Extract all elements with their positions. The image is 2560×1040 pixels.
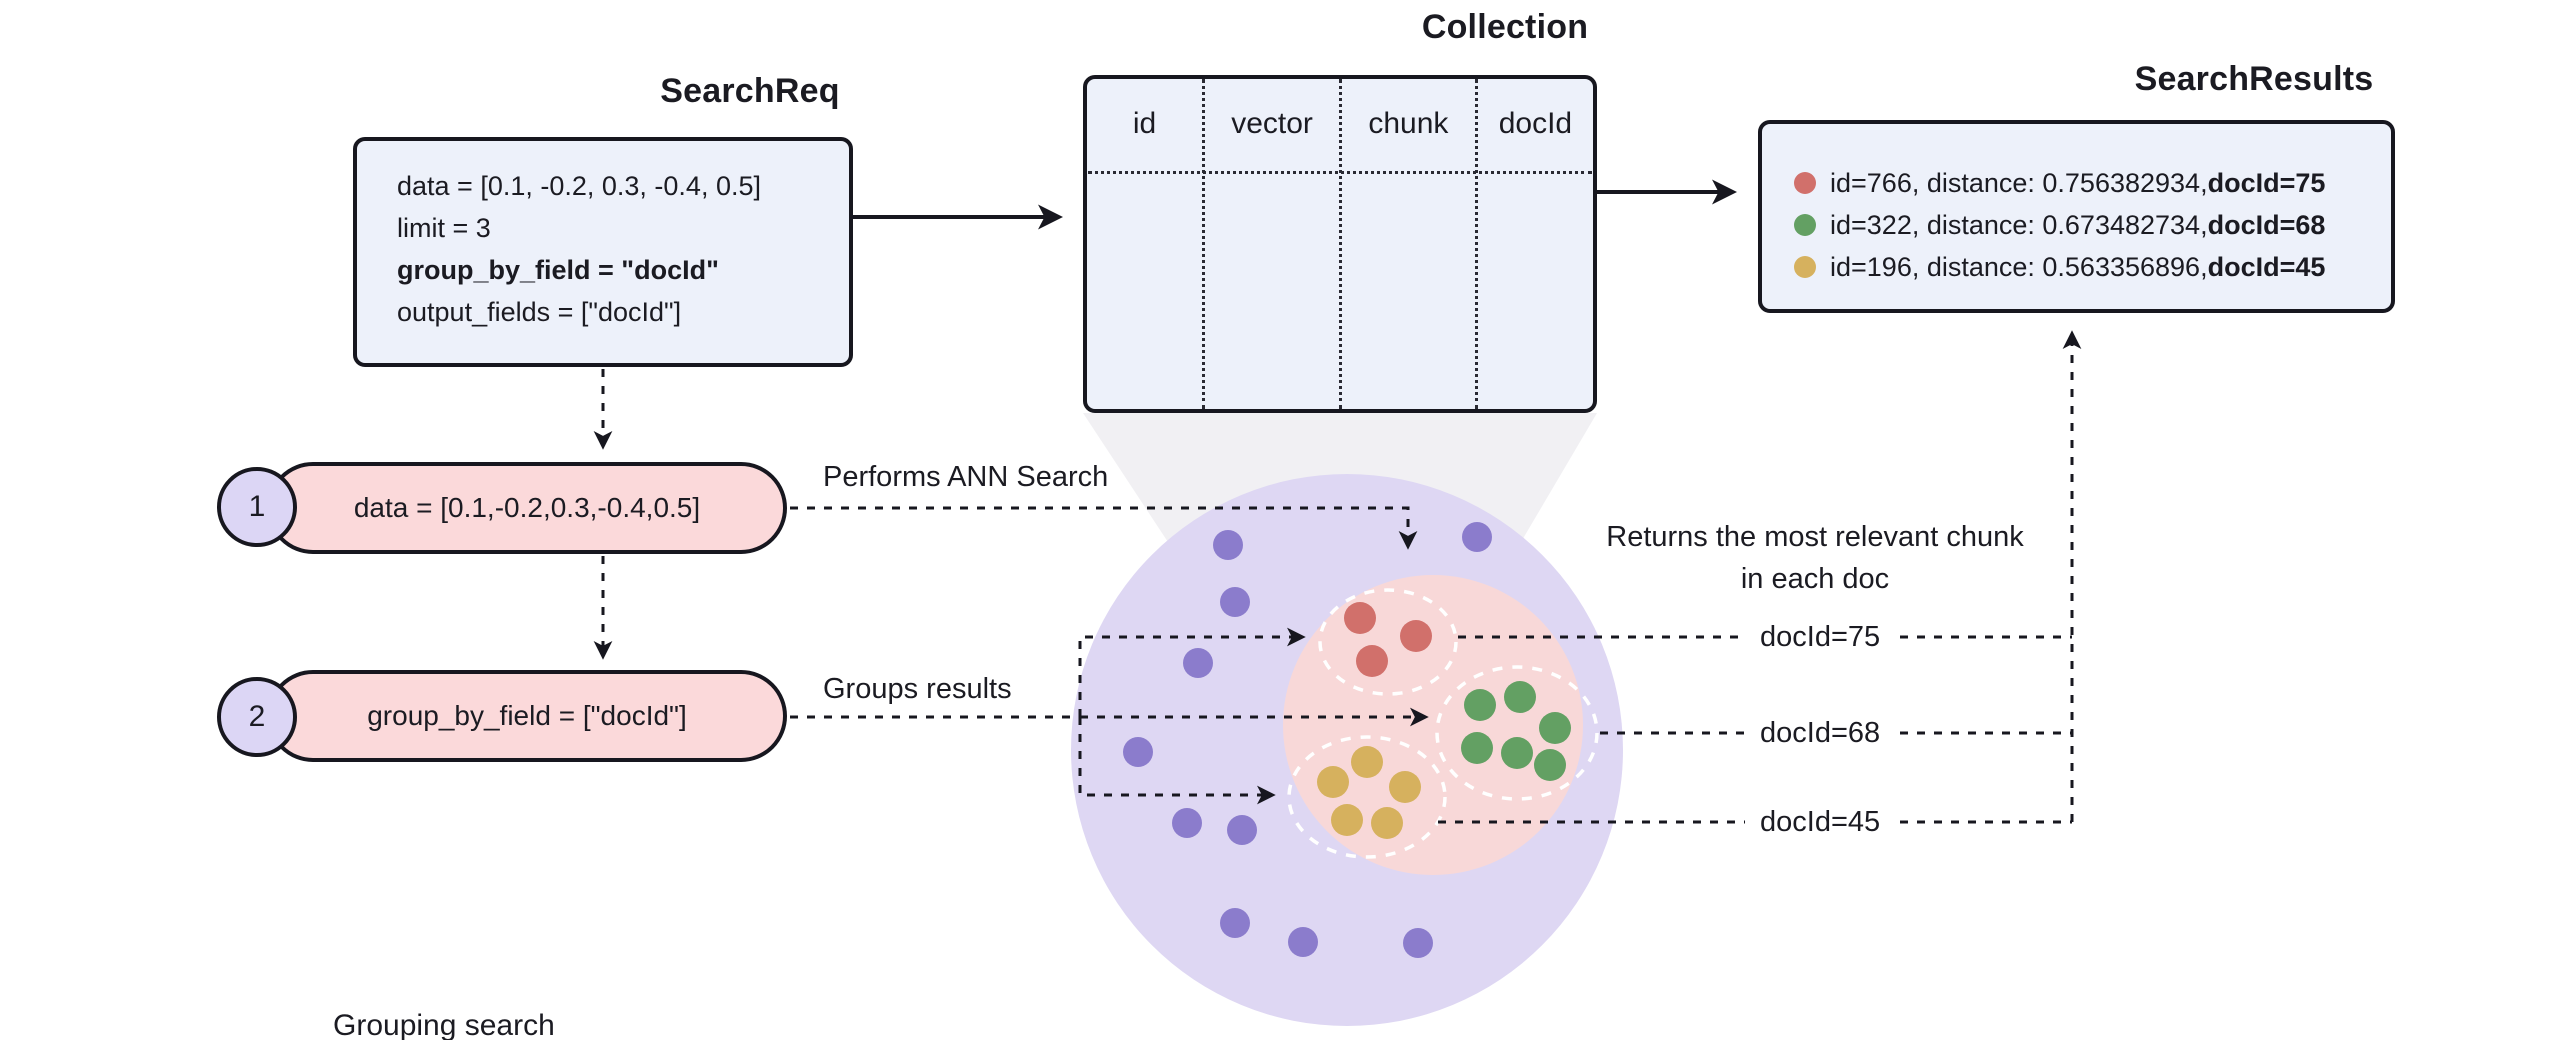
step2-number: 2 [248,700,266,733]
green-dot [1461,732,1493,764]
purple-dot [1227,815,1257,845]
purple-dot [1183,648,1213,678]
note-line1: Returns the most relevant chunk [1606,521,2024,553]
red-dot [1356,645,1388,677]
column-header-id: id [1087,79,1206,409]
green-dot [1534,749,1566,781]
purple-dot [1220,587,1250,617]
searchreq-box: data = [0.1, -0.2, 0.3, -0.4, 0.5] limit… [353,137,853,367]
step2-label: group_by_field = ["docId"] [367,700,687,731]
step2-pill: group_by_field = ["docId"] [267,670,787,762]
result-row-2: id=322, distance: 0.673482734, docId=68 [1794,204,2391,246]
step1-pill: data = [0.1,-0.2,0.3,-0.4,0.5] [267,462,787,554]
groups-results-label: Groups results [823,673,1012,705]
group-green-points [1461,681,1571,781]
collection-table: id vector chunk docId [1083,75,1597,413]
ann-search-label: Performs ANN Search [823,461,1109,493]
step1-badge: 1 [217,467,297,547]
green-dot [1504,681,1536,713]
purple-dot [1403,928,1433,958]
yellow-dot [1317,766,1349,798]
table-header-divider [1088,171,1592,174]
yellow-dot [1371,807,1403,839]
docid-75-label: docId=75 [1760,621,1881,653]
result-row-3: id=196, distance: 0.563356896, docId=45 [1794,246,2391,288]
green-dot [1501,737,1533,769]
vector-points-purple [1123,522,1492,958]
docid-68-label: docId=68 [1760,717,1881,749]
group-outline-red [1318,588,1458,696]
step2-badge: 2 [217,677,297,757]
result-dot-red [1794,172,1816,194]
red-dot [1344,602,1376,634]
result-dot-green [1794,214,1816,236]
result-docid-3: docId=45 [2207,251,2326,282]
searchreq-line-outputfields: output_fields = ["docId"] [397,297,682,327]
purple-dot [1462,522,1492,552]
group-outline-yellow [1287,735,1447,859]
column-header-docid: docId [1498,107,1573,140]
arrow-ann-search [790,506,1418,550]
red-dot [1400,620,1432,652]
searchreq-line-limit: limit = 3 [397,213,491,243]
yellow-dot [1351,746,1383,778]
searchreq-title: SearchReq [660,72,840,110]
column-header-chunk: chunk [1342,79,1478,409]
purple-dot [1288,927,1318,957]
purple-dot [1172,808,1202,838]
purple-dot [1220,908,1250,938]
purple-dot [1123,737,1153,767]
ann-region-circle [1283,575,1583,875]
step1-number: 1 [248,490,266,523]
result-docid-2: docId=68 [2207,209,2326,240]
arrow-to-red-group [1078,627,1306,717]
group-yellow-points [1317,746,1421,839]
note-line2: in each doc [1740,563,1890,595]
result-row-1: id=766, distance: 0.756382934, docId=75 [1794,162,2391,204]
result-dot-yellow [1794,256,1816,278]
green-dot [1464,689,1496,721]
caption: Grouping search [333,1009,555,1040]
searchreq-line-groupby: group_by_field = "docId" [397,255,719,285]
yellow-dot [1389,771,1421,803]
result-docid-1: docId=75 [2207,167,2326,198]
results-title: SearchResults [2134,60,2374,98]
result-text-3: id=196, distance: 0.563356896, [1830,251,2208,282]
note-text: Returns the most relevant chunk in each … [1565,516,2065,600]
arrow-to-yellow-group [1078,717,1276,805]
group-outline-green [1435,665,1599,801]
green-dot [1539,712,1571,744]
group-red-points [1344,602,1432,677]
searchreq-line-data: data = [0.1, -0.2, 0.3, -0.4, 0.5] [397,171,761,201]
result-text-2: id=322, distance: 0.673482734, [1830,209,2208,240]
yellow-dot [1331,804,1363,836]
collection-title: Collection [1421,8,1589,46]
search-results-box: id=766, distance: 0.756382934, docId=75 … [1758,120,2395,313]
step1-label: data = [0.1,-0.2,0.3,-0.4,0.5] [353,492,701,523]
column-header-vector: vector [1205,79,1342,409]
result-text-1: id=766, distance: 0.756382934, [1830,167,2208,198]
purple-dot [1213,530,1243,560]
docid-45-label: docId=45 [1760,806,1881,838]
